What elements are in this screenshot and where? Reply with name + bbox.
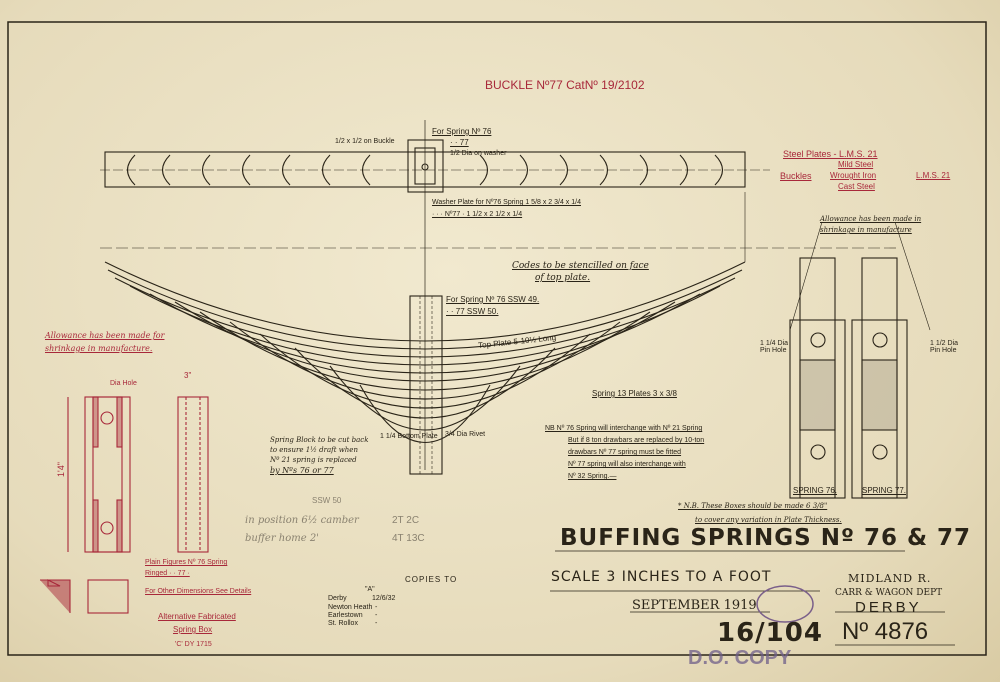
spring-block-note: to ensure 1½ draft when [270, 446, 358, 454]
copy-date: 12/6/32 [372, 595, 396, 602]
allowance-note: Allowance has been made for [45, 331, 165, 340]
copy-date: - [375, 604, 378, 611]
buckles-label: Buckles [780, 171, 812, 181]
pencil-ssw: SSW 50 [312, 496, 342, 505]
spring-76-label: SPRING 76. [793, 486, 838, 495]
pin-hole-right: 1 1/2 Dia Pin Hole [930, 340, 959, 354]
buckle-spec: L.M.S. 21 [916, 171, 951, 180]
spring-block-note: Spring Block to be cut back [270, 436, 369, 444]
buckle-option: Cast Steel [838, 182, 875, 191]
do-copy-stamp: D.O. COPY [688, 647, 792, 669]
nb-line: NB Nº 76 Spring will interchange with Nº… [545, 425, 703, 432]
pin-hole-left: 1 1/4 Dia Pin Hole [760, 340, 789, 354]
ssw-76: For Spring Nº 76 SSW 49. [446, 295, 540, 304]
boxes-nb-note: * N.B. These Boxes should be made 6 3/8" [678, 502, 828, 510]
bottom-plate-label: 1 1/4 Bottom Plate [380, 433, 438, 440]
box-width: 3" [184, 371, 192, 380]
for-spring-76: For Spring Nº 76 [432, 127, 492, 136]
ringed-note: Ringed · · 77 · [145, 570, 190, 577]
spring-77-label: SPRING 77. [862, 486, 907, 495]
ssw-77: · · 77 SSW 50. [446, 307, 499, 316]
location: DERBY [855, 599, 922, 616]
copies-title: COPIES TO [405, 575, 458, 584]
pencil-row1-label: in position 6½ camber [245, 515, 359, 526]
spring-box-title: Alternative Fabricated [158, 612, 236, 621]
spring-plan-view [100, 120, 770, 470]
washer-plate-76: Washer Plate for Nº76 Spring 1 5/8 x 2 3… [432, 199, 581, 206]
allowance-note: shrinkage in manufacture. [45, 344, 153, 353]
leaf-spring-elevation [100, 192, 900, 475]
buckle-option: Wrought Iron [830, 171, 877, 180]
dia-hole-label: Dia Hole [110, 380, 137, 387]
copy-name: St. Rollox [328, 620, 358, 627]
steel-plates-spec: Steel Plates - L.M.S. 21 [783, 149, 878, 159]
buckle-label: 1/2 x 1/2 on Buckle [335, 138, 395, 145]
nb-line: drawbars Nº 77 spring must be fitted [568, 449, 682, 456]
copy-name: Earlestown [328, 612, 363, 619]
box-height: 1'4" [55, 462, 66, 477]
spring-block-note: by Nºs 76 or 77 [270, 466, 334, 475]
spring-boxes-76-77 [789, 221, 931, 499]
buckle-option: Mild Steel [838, 160, 874, 169]
drawing-border [7, 21, 987, 656]
received-stamp [756, 585, 814, 623]
boxes-nb-note: to cover any variation in Plate Thicknes… [695, 516, 842, 524]
copy-name: Newton Heath [328, 604, 373, 611]
drawing-number: Nº 4876 [842, 618, 929, 645]
nb-line: But if 8 ton drawbars are replaced by 10… [568, 437, 705, 444]
pencil-row2-label: buffer home 2' [245, 533, 319, 544]
drawing-scale: SCALE 3 INCHES TO A FOOT [551, 569, 772, 585]
plain-figures-note: Plain Figures Nº 76 Spring [145, 559, 228, 566]
department: CARR & WAGON DEPT [835, 588, 943, 598]
sheet-number: 16/104 [717, 618, 823, 648]
copy-date: - [375, 612, 378, 619]
nb-line: Nº 77 spring will also interchange with [568, 461, 686, 468]
codes-note: of top plate. [535, 273, 591, 283]
copies-marker: "A" [365, 586, 375, 593]
boxes-allowance: Allowance has been made in [820, 215, 922, 223]
drawing-date: SEPTEMBER 1919 [632, 598, 757, 613]
copy-name: Derby [328, 595, 347, 602]
pencil-row1-value: 2T 2C [392, 515, 420, 526]
copy-date: - [375, 620, 378, 627]
codes-note: Codes to be stencilled on face [512, 261, 649, 271]
washer-plate-77: · · · Nº77 · 1 1/2 x 2 1/2 x 1/4 [432, 211, 523, 218]
buckle-catalogue-note: BUCKLE Nº77 CatNº 19/2102 [485, 78, 645, 92]
drawing-title: BUFFING SPRINGS Nº 76 & 77 [560, 525, 972, 551]
dia-rivet-label: 3/4 Dia Rivet [445, 431, 486, 438]
for-spring-77: · · 77 [450, 138, 469, 147]
spring-box-title: Spring Box [173, 625, 213, 634]
fabricated-spring-box [40, 396, 209, 614]
spring-block-note: Nº 21 spring is replaced [270, 456, 357, 464]
boxes-allowance: shrinkage in manufacture [820, 226, 912, 234]
spring-box-ref: 'C' DY 1715 [175, 641, 212, 648]
spring-plates-label: Spring 13 Plates 3 x 3/8 [592, 389, 677, 398]
nb-line: Nº 32 Spring.— [568, 473, 617, 480]
pencil-row2-value: 4T 13C [392, 533, 425, 544]
washer-label: 1/2 Dia on washer [450, 150, 507, 157]
company-name: MIDLAND R. [848, 572, 932, 585]
other-dimensions-note: For Other Dimensions See Details [145, 588, 252, 595]
